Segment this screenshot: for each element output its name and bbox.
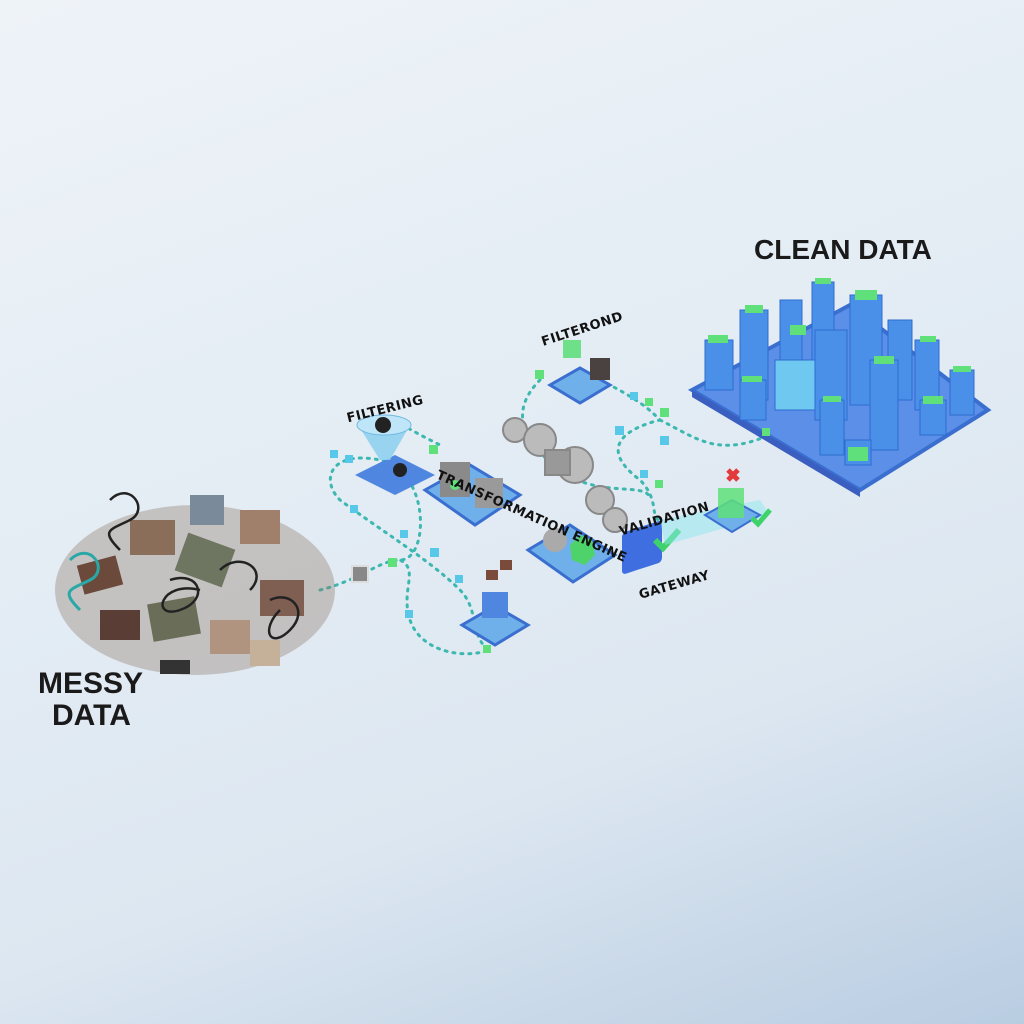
messy-label-line1: MESSY (38, 667, 144, 700)
filtering-funnel (355, 414, 435, 495)
processing-platform (525, 523, 618, 584)
messy-label-line2: DATA (52, 699, 131, 732)
data-cubes (330, 370, 770, 653)
data-flow-paths (318, 378, 782, 656)
gears (502, 417, 628, 533)
messy-data-pile (55, 492, 335, 675)
messy-data-label: MESSY DATA (38, 668, 143, 732)
transformation-engine-machine (422, 462, 523, 527)
cube-platform (459, 560, 531, 647)
clean-data-city (687, 278, 992, 497)
clean-data-label: CLEAN DATA (754, 234, 932, 265)
upper-filter-platform (547, 340, 613, 405)
validation-gateway (622, 468, 772, 574)
